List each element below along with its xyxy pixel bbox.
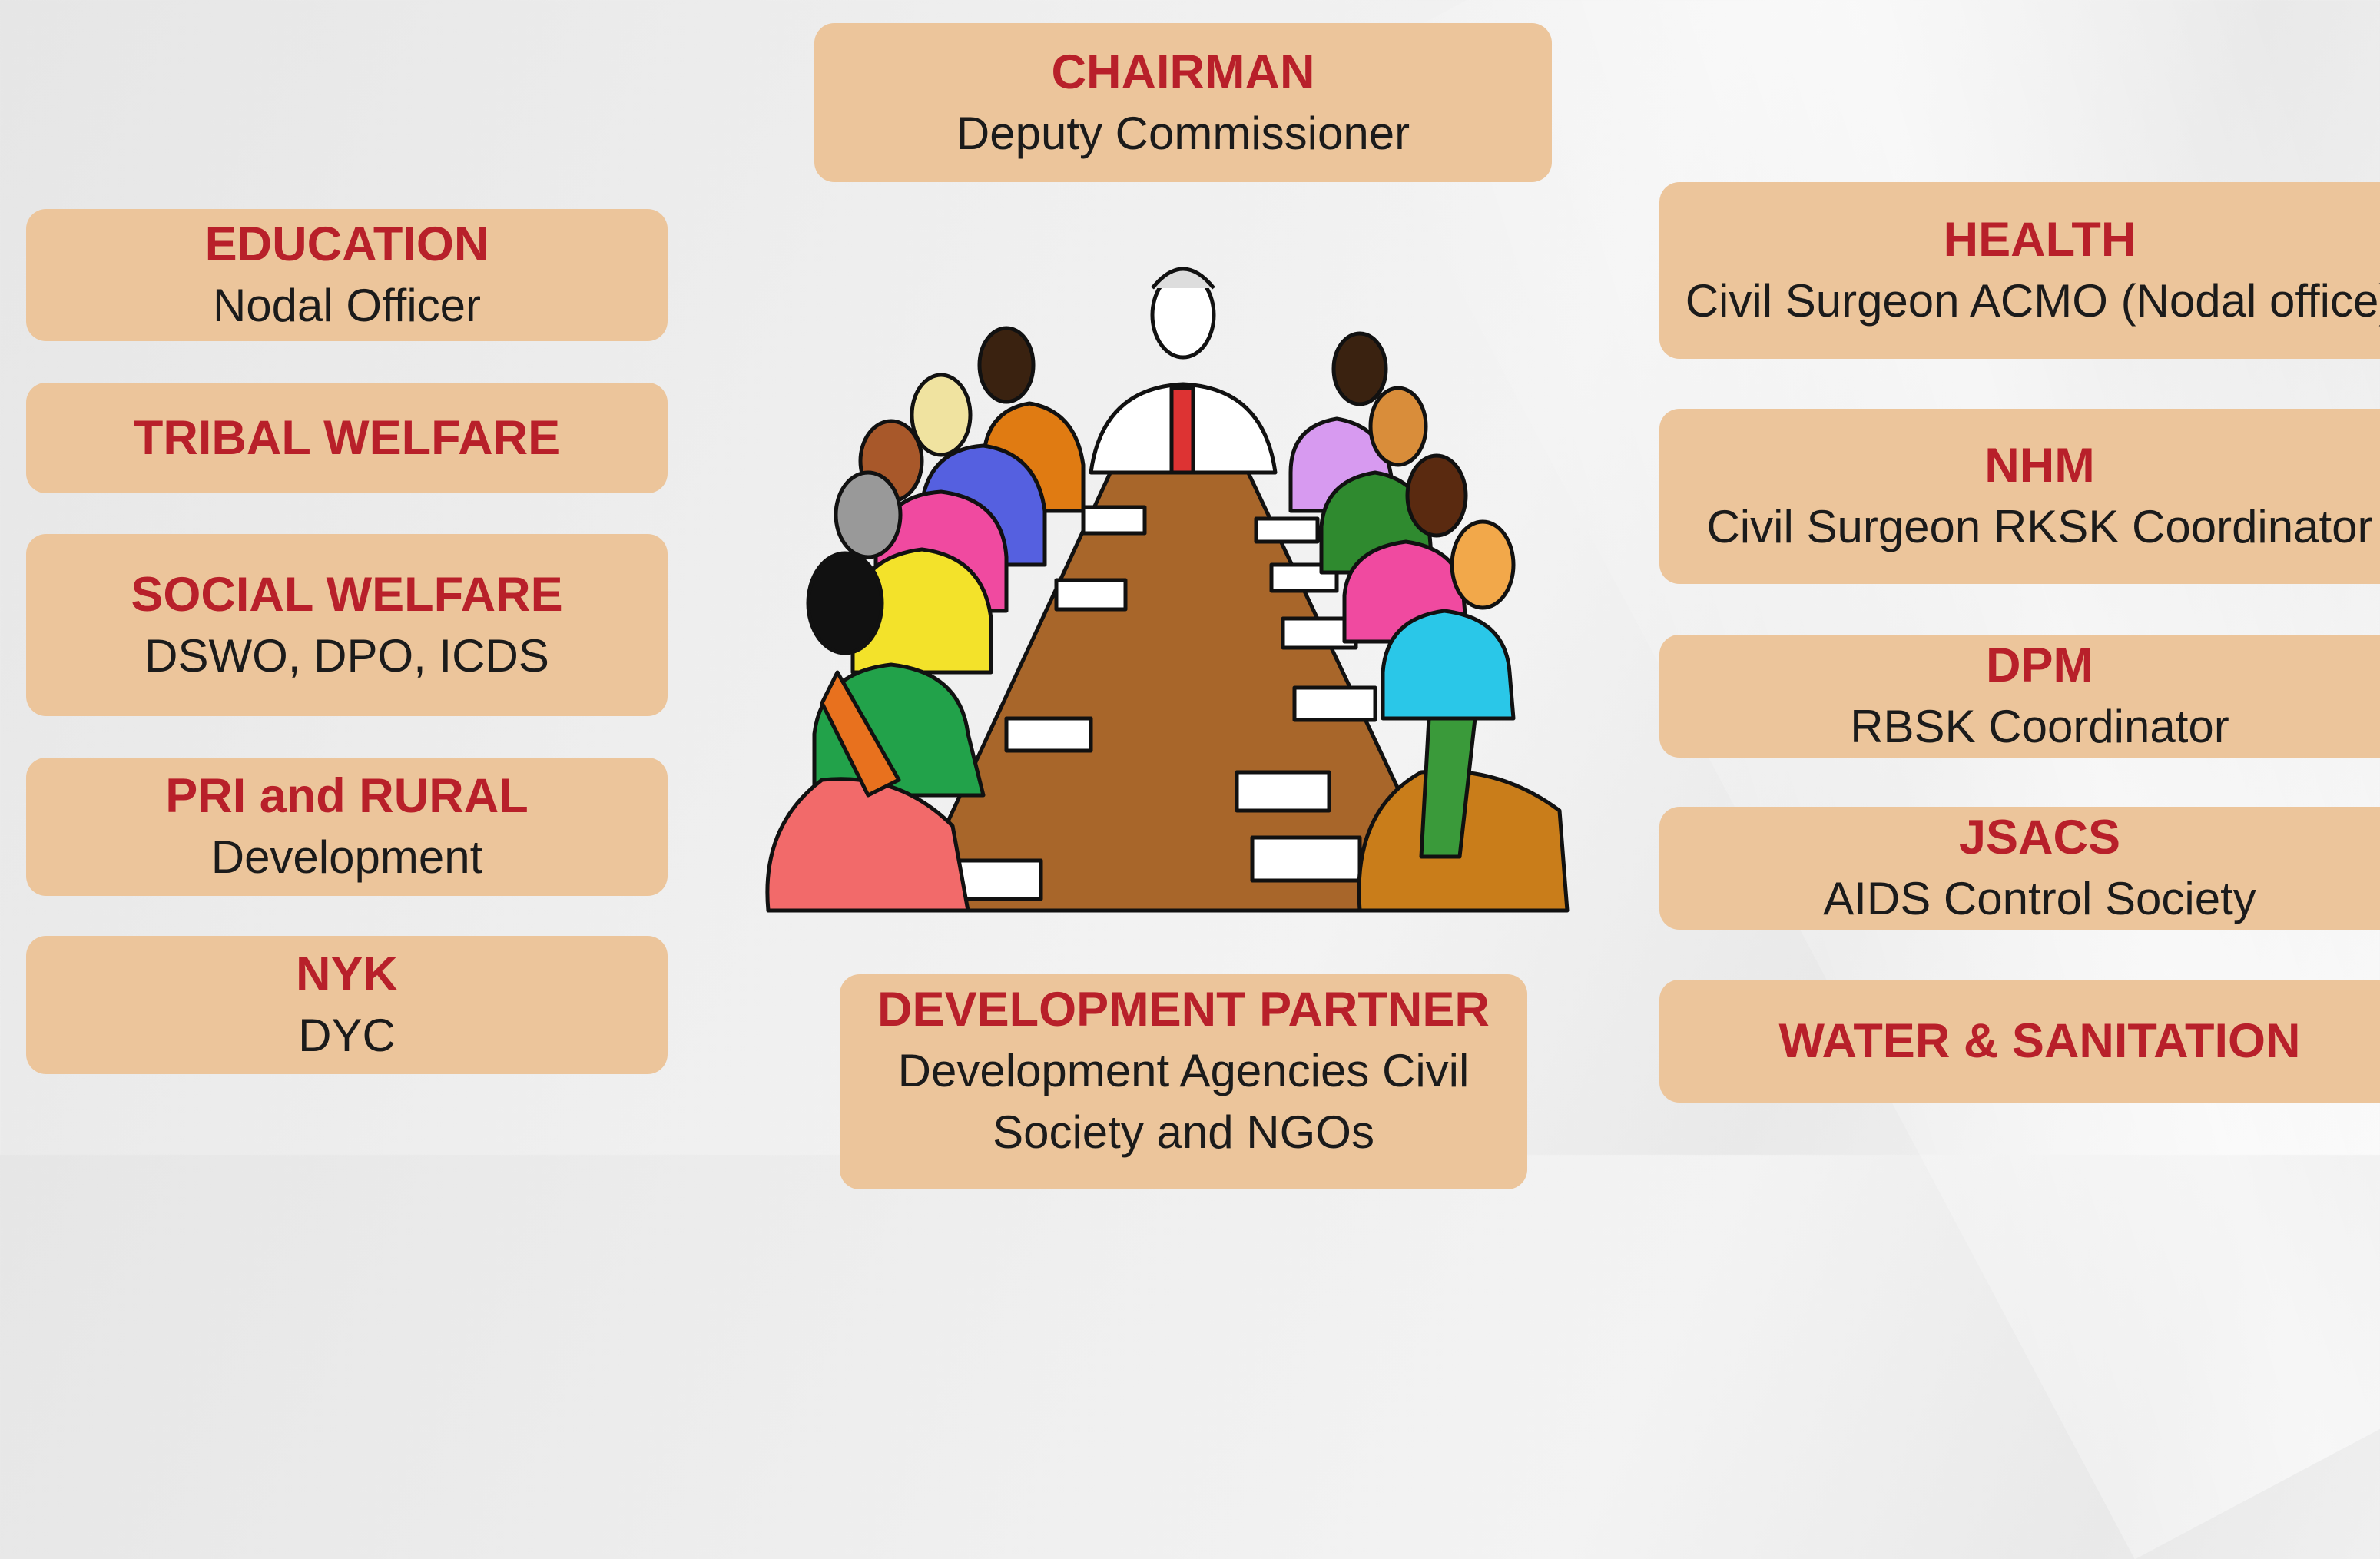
tribal-welfare-title: TRIBAL WELFARE (133, 411, 561, 465)
development-partner-subtitle-line1: Development Agencies Civil (897, 1045, 1470, 1096)
health-subtitle: Civil Surgeon ACMO (Nodal office) (1685, 275, 2380, 327)
social-welfare-subtitle: DSWO, DPO, ICDS (144, 629, 549, 682)
water-sanitation-title: WATER & SANITATION (1778, 1014, 2301, 1068)
jsacs-subtitle: AIDS Control Society (1823, 873, 2256, 924)
social-welfare-box: SOCIAL WELFARE DSWO, DPO, ICDS (26, 534, 668, 716)
education-title: EDUCATION (204, 217, 489, 271)
chairman-title: CHAIRMAN (1051, 45, 1315, 99)
education-subtitle: Nodal Officer (212, 280, 482, 331)
dpm-subtitle: RBSK Coordinator (1850, 701, 2229, 752)
nhm-box: NHM Civil Surgeon RKSK Coordinator (1659, 409, 2380, 584)
development-partner-box: DEVELOPMENT PARTNER Development Agencies… (840, 974, 1527, 1189)
jsacs-box: JSACS AIDS Control Society (1659, 807, 2380, 930)
education-box: EDUCATION Nodal Officer (26, 209, 668, 341)
pri-rural-subtitle: Development (210, 831, 483, 883)
nhm-subtitle: Civil Surgeon RKSK Coordinator (1706, 501, 2373, 552)
meeting-illustration (765, 267, 1570, 913)
chairman-subtitle: Deputy Commissioner (956, 107, 1410, 159)
development-partner-subtitle-line2: Society and NGOs (993, 1106, 1374, 1158)
health-box: HEALTH Civil Surgeon ACMO (Nodal office) (1659, 182, 2380, 359)
jsacs-title: JSACS (1958, 811, 2121, 864)
social-welfare-title: SOCIAL WELFARE (131, 567, 563, 622)
health-title: HEALTH (1943, 213, 2136, 267)
tribal-welfare-box: TRIBAL WELFARE (26, 383, 668, 493)
water-sanitation-box: WATER & SANITATION (1659, 980, 2380, 1103)
dpm-title: DPM (1986, 639, 2093, 692)
nhm-title: NHM (1984, 439, 2095, 493)
chairman-box: CHAIRMAN Deputy Commissioner (814, 23, 1552, 182)
dpm-box: DPM RBSK Coordinator (1659, 635, 2380, 758)
nyk-title: NYK (295, 947, 398, 1001)
development-partner-title: DEVELOPMENT PARTNER (877, 983, 1490, 1037)
pri-rural-box: PRI and RURAL Development (26, 758, 668, 896)
pri-rural-title: PRI and RURAL (165, 769, 529, 823)
nyk-subtitle: DYC (298, 1010, 396, 1061)
nyk-box: NYK DYC (26, 936, 668, 1074)
